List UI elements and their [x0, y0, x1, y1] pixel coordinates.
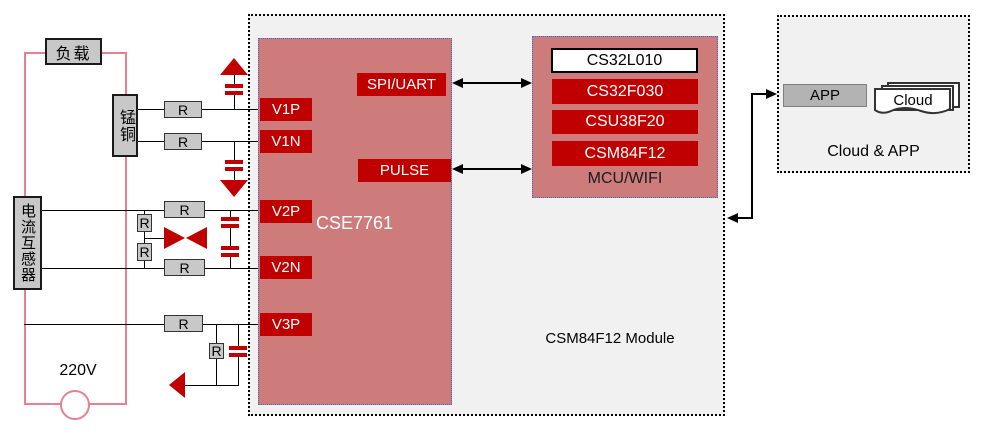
spi-uart-link: [457, 82, 527, 84]
mains-wire-top-right: [100, 52, 127, 54]
wire-branch: [234, 95, 235, 109]
cloud-doc-front: [874, 88, 951, 115]
resistor-r: R: [164, 101, 202, 118]
capacitor-symbol: [225, 84, 243, 88]
ac-source-symbol: [60, 390, 90, 420]
wire-branch: [234, 141, 235, 160]
pin-v3p: V3P: [260, 313, 312, 336]
chip-csu38f20: CSU38F20: [552, 110, 698, 134]
shunt-box: 锰铜: [112, 94, 138, 157]
mains-wire-right: [125, 52, 127, 405]
wire-branch: [234, 75, 235, 84]
protection-arrow-down-icon: [220, 180, 248, 197]
arrowhead-right-icon: [766, 89, 777, 99]
wire-v2p: [42, 210, 260, 211]
app-box: APP: [783, 84, 867, 107]
current-transformer-box: 电流互感器: [13, 196, 42, 290]
resistor-r: R: [164, 259, 205, 276]
pin-v1p: V1P: [260, 98, 312, 121]
capacitor-symbol: [221, 246, 239, 250]
pulse-link: [457, 168, 527, 170]
mains-voltage-label: 220V: [59, 362, 97, 379]
capacitor-symbol: [229, 353, 247, 357]
port-spi-uart: SPI/UART: [357, 73, 446, 96]
capacitor-symbol: [225, 167, 243, 171]
capacitor-symbol: [221, 224, 239, 228]
capacitor-symbol: [221, 253, 239, 257]
tvs-bowtie-left-icon: [164, 227, 185, 249]
resistor-r: R: [209, 343, 224, 359]
protection-arrow-up-icon: [220, 58, 248, 75]
resistor-r: R: [137, 214, 152, 232]
chip-cs32f030: CS32F030: [552, 79, 698, 104]
pin-v2p: V2P: [260, 200, 312, 223]
arrowhead-left-icon: [727, 213, 738, 223]
arrowhead-right-icon: [521, 78, 532, 88]
chip-csm84f12: CSM84F12: [552, 141, 698, 166]
wire-branch: [144, 261, 145, 268]
mains-wire-top-left: [24, 52, 47, 54]
mcu-wifi-label: MCU/WIFI: [587, 170, 663, 187]
cloud-app-caption: Cloud & APP: [827, 143, 920, 160]
protection-arrow-left-icon: [169, 372, 185, 398]
pin-v1n: V1N: [260, 130, 312, 153]
arrowhead-left-icon: [452, 78, 463, 88]
load-box: 负载: [45, 38, 102, 65]
resistor-r: R: [164, 315, 203, 332]
resistor-r: R: [164, 201, 205, 218]
capacitor-symbol: [221, 217, 239, 221]
cloud-doc-label: Cloud: [893, 92, 933, 109]
port-pulse: PULSE: [358, 159, 451, 182]
arrowhead-right-icon: [521, 164, 532, 174]
cloud-link: [751, 93, 753, 219]
capacitor-symbol: [225, 160, 243, 164]
wire-branch: [230, 228, 231, 246]
wire-branch: [185, 385, 239, 386]
capacitor-symbol: [225, 91, 243, 95]
wire-branch: [144, 238, 164, 239]
arrowhead-left-icon: [452, 164, 463, 174]
wire-branch: [238, 357, 239, 385]
chip-cs32l010: CS32L010: [551, 48, 698, 73]
resistor-r: R: [164, 133, 202, 150]
pin-v2n: V2N: [260, 256, 312, 279]
wire-v3p: [24, 324, 260, 325]
capacitor-symbol: [229, 346, 247, 350]
wire-branch: [238, 324, 239, 346]
wire-branch: [216, 324, 217, 343]
wire-branch: [144, 210, 145, 214]
cse7761-title: CSE7761: [316, 213, 394, 233]
wire-branch: [230, 210, 231, 217]
wire-branch: [234, 171, 235, 180]
cloud-link: [752, 93, 770, 95]
wire-branch: [230, 257, 231, 268]
resistor-r: R: [137, 243, 152, 261]
wire-branch: [144, 232, 145, 243]
wire-branch: [216, 359, 217, 385]
wire-v2n: [42, 268, 260, 269]
module-label: CSM84F12 Module: [545, 330, 675, 347]
cloud-link: [736, 217, 753, 219]
tvs-bowtie-right-icon: [186, 227, 207, 249]
